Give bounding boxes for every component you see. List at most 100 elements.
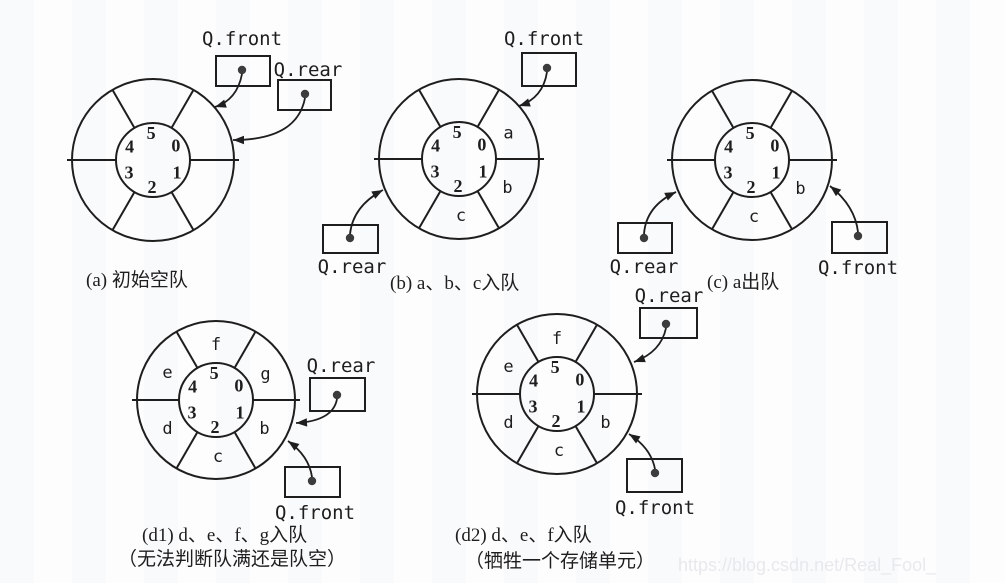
pointer-dot <box>853 231 863 241</box>
pointer-arrow <box>214 73 243 108</box>
slot-number: 1 <box>173 162 182 182</box>
diagram-caption: (d1) d、e、f、g入队 <box>142 524 307 546</box>
pointer-box <box>521 52 577 87</box>
sector-divider <box>574 324 598 363</box>
arrow-head-icon <box>296 418 308 427</box>
arrow-head-icon <box>371 190 383 199</box>
arrow-head-icon <box>634 354 646 363</box>
pointer-dot <box>332 390 342 400</box>
slot-number: 4 <box>125 137 134 157</box>
sector-divider <box>769 191 793 230</box>
slot-number: 1 <box>577 396 586 416</box>
sector-divider <box>175 431 199 469</box>
sector-divider <box>476 89 500 128</box>
pointer-box <box>322 224 379 254</box>
pointer-q-rear: Q.rear <box>610 191 679 278</box>
sector-divider <box>516 425 540 464</box>
slot-number: 5 <box>746 123 755 143</box>
pointer-arrow <box>628 433 656 470</box>
pointer-box <box>277 79 332 111</box>
pointer-label: Q.front <box>275 502 355 524</box>
slot-value: f <box>552 329 562 349</box>
arrow-head-icon <box>664 192 676 201</box>
pointer-label: Q.front <box>504 28 584 50</box>
slot-value: d <box>162 419 172 439</box>
slot-number: 4 <box>529 371 538 391</box>
pointer-dot <box>542 63 552 73</box>
diagram-caption: (d2) d、e、f入队 <box>455 524 592 546</box>
slot-value: b <box>795 179 805 199</box>
sector-divider <box>476 190 500 229</box>
pointer-label: Q.rear <box>610 256 679 278</box>
pointer-dot <box>307 476 317 486</box>
slot-number: 3 <box>187 402 196 422</box>
slot-number: 3 <box>124 162 133 182</box>
slot-value: c <box>456 206 466 226</box>
slot-number: 1 <box>772 162 781 182</box>
diagram-caption: (a) 初始空队 <box>86 269 188 291</box>
pointer-dot <box>345 233 355 243</box>
sector-divider <box>711 191 735 230</box>
arrow-head-icon <box>233 135 244 145</box>
slot-number: 4 <box>724 137 733 157</box>
pointer-box <box>215 55 271 87</box>
slot-number: 4 <box>431 136 440 156</box>
pointer-label: Q.front <box>615 497 695 519</box>
sector-divider <box>711 90 735 129</box>
slot-number: 3 <box>723 162 732 182</box>
sector-divider <box>769 90 793 129</box>
pointer-label: Q.rear <box>635 285 704 307</box>
pointer-q-front: Q.front <box>818 185 898 279</box>
pointer-label: Q.rear <box>318 256 387 278</box>
pointer-box <box>617 222 673 254</box>
slot-number: 5 <box>453 122 462 142</box>
slot-value: c <box>749 207 759 227</box>
pointer-q-front: Q.front <box>504 28 584 107</box>
slot-value: a <box>503 124 513 144</box>
slot-number: 2 <box>747 177 756 197</box>
slot-number: 3 <box>430 161 439 181</box>
slot-number: 5 <box>147 123 156 143</box>
pointer-box <box>831 221 888 254</box>
pointer-q-rear: Q.rear <box>318 189 387 278</box>
arrow-head-icon <box>215 99 227 108</box>
sector-divider <box>111 191 136 231</box>
diagram-caption: （无法判断队满还是队空） <box>118 548 346 570</box>
slot-number: 0 <box>171 136 180 156</box>
pointer-dot <box>300 89 310 99</box>
slot-number: 2 <box>454 176 463 196</box>
slot-number: 5 <box>551 357 560 377</box>
pointer-q-front: Q.front <box>615 433 695 519</box>
slot-value: b <box>502 178 512 198</box>
pointer-box <box>309 377 366 412</box>
sector-divider <box>170 89 195 129</box>
pointer-q-rear: Q.rear <box>633 285 704 363</box>
pointer-q-rear: Q.rear <box>232 59 343 145</box>
pointer-label: Q.rear <box>307 355 376 377</box>
pointer-dot <box>237 65 247 75</box>
slot-value: c <box>213 447 223 467</box>
sector-divider <box>233 431 257 469</box>
slot-number: 1 <box>479 161 488 181</box>
pointer-arrow <box>518 71 548 107</box>
slot-value: e <box>503 357 513 377</box>
pointer-arrow <box>633 327 667 363</box>
sector-divider <box>170 191 195 231</box>
slot-value: b <box>259 419 269 439</box>
slot-number: 3 <box>528 396 537 416</box>
pointer-label: Q.rear <box>274 59 343 81</box>
slot-number: 0 <box>234 376 243 396</box>
slot-value: b <box>600 413 610 433</box>
slot-value: d <box>503 413 513 433</box>
slot-number: 2 <box>148 177 157 197</box>
pointer-box <box>639 307 698 339</box>
slot-value: c <box>554 441 564 461</box>
slot-number: 1 <box>236 402 245 422</box>
slot-number: 4 <box>188 377 197 397</box>
